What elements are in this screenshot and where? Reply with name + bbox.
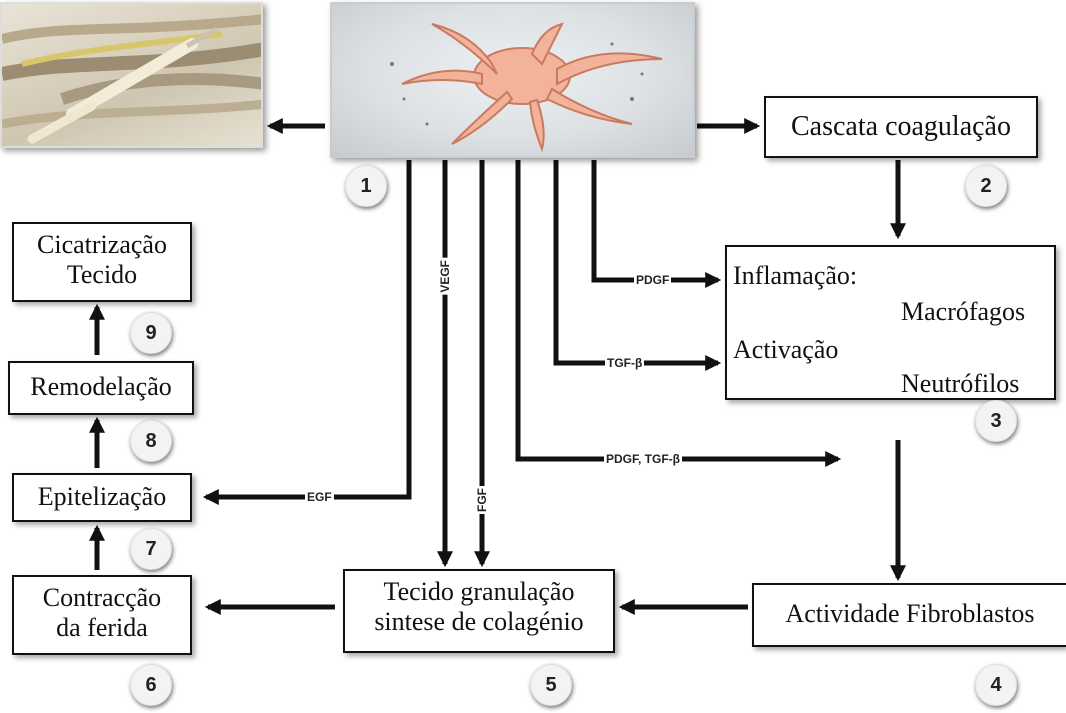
arrow-tgf	[556, 160, 718, 363]
stage-6-contraction: Contracção da ferida	[12, 575, 192, 655]
stage-7-epithelialization: Epitelização	[12, 473, 192, 522]
stage-8-remodeling: Remodelação	[8, 361, 194, 415]
stage-number-1: 1	[345, 165, 387, 207]
stage-4-label: Actividade Fibroblastos	[754, 599, 1066, 629]
stage-6-line1: Contracção	[14, 583, 190, 613]
stage-9-line1: Cicatrização	[14, 230, 190, 260]
stage-3-title: Inflamação:	[733, 261, 857, 291]
stage-7-label: Epitelização	[14, 482, 190, 512]
factor-label-fgf: FGF	[475, 486, 489, 514]
stage-2-coagulation: Cascata coagulação	[764, 96, 1038, 158]
arrow-egf	[206, 160, 409, 497]
factor-label-pdgf: PDGF	[634, 273, 671, 287]
stage-number-5: 5	[530, 664, 572, 706]
platelet-icon	[332, 4, 695, 158]
wound-cut-icon	[2, 4, 263, 148]
factor-label-egf: EGF	[305, 490, 334, 504]
stage-5-line2: sintese de colagénio	[345, 607, 613, 637]
stage-3-neutrofilos: Neutrófilos	[901, 369, 1019, 399]
platelet-illustration	[330, 2, 695, 158]
factor-label-vegf: VEGF	[438, 258, 452, 295]
factor-label-tgf: TGF-β	[605, 356, 644, 370]
stage-number-6: 6	[130, 664, 172, 706]
stage-number-2: 2	[965, 165, 1007, 207]
stage-6-line2: da ferida	[14, 613, 190, 643]
stage-2-label: Cascata coagulação	[766, 111, 1036, 143]
stage-number-3: 3	[975, 400, 1017, 442]
stage-5-line1: Tecido granulação	[345, 577, 613, 607]
wound-illustration	[0, 2, 263, 148]
stage-5-granulation: Tecido granulação sintese de colagénio	[343, 569, 615, 653]
arrow-pdgf	[594, 160, 718, 280]
stage-9-healing: Cicatrização Tecido	[12, 222, 192, 302]
stage-number-4: 4	[975, 664, 1017, 706]
stage-number-9: 9	[130, 312, 172, 354]
stage-8-label: Remodelação	[10, 372, 192, 402]
stage-number-7: 7	[130, 528, 172, 570]
stage-3-macrofagos: Macrófagos	[901, 297, 1025, 327]
factor-label-pdgf-tgf: PDGF, TGF-β	[604, 452, 682, 466]
stage-4-fibroblasts: Actividade Fibroblastos	[752, 583, 1066, 647]
stage-3-activation: Activação	[733, 335, 838, 365]
stage-3-inflammation: Inflamação: Activação Macrófagos Neutróf…	[725, 245, 1056, 400]
stage-number-8: 8	[130, 420, 172, 462]
stage-9-line2: Tecido	[14, 260, 190, 290]
